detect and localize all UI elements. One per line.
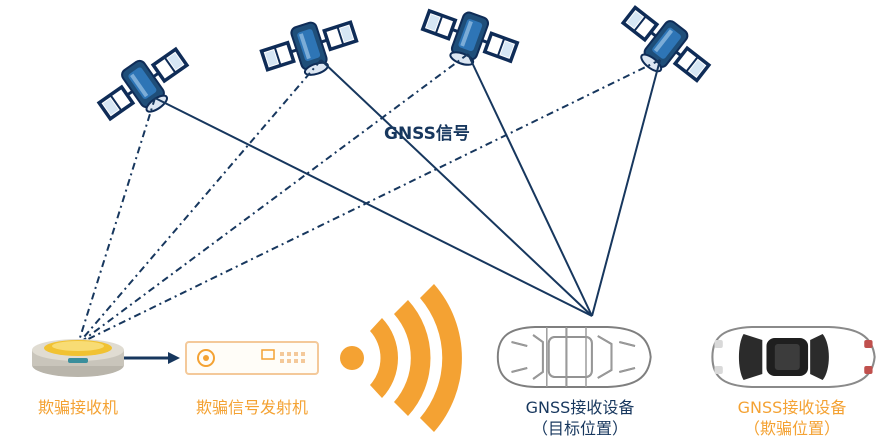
- satellite-icon: [255, 8, 366, 90]
- receiver-icon: [32, 339, 124, 377]
- car-icon: [711, 326, 876, 388]
- spoof-signal-lines: [77, 53, 661, 345]
- transmitter-icon: [185, 341, 319, 375]
- spoof-receiver-label: 欺骗接收机: [37, 398, 118, 417]
- wifi-wave-icon: [340, 284, 462, 432]
- target-device-label: GNSS接收设备: [525, 398, 635, 417]
- spoof-device-label: GNSS接收设备: [737, 398, 847, 417]
- satellite-icon: [89, 36, 201, 137]
- satellite-icon: [413, 0, 525, 82]
- satellite-icon: [608, 0, 719, 98]
- spoof-device-sublabel: （欺骗位置）: [743, 419, 840, 438]
- car-icon: [496, 326, 652, 388]
- spoof-transmitter-label: 欺骗信号发射机: [195, 398, 308, 417]
- flow-arrow: [124, 352, 180, 364]
- target-device-sublabel: （目标位置）: [531, 419, 628, 438]
- car-wireframe-details: [511, 327, 636, 387]
- gnss-signal-lines: [154, 53, 661, 317]
- gnss-signal-label: GNSS信号: [384, 124, 470, 144]
